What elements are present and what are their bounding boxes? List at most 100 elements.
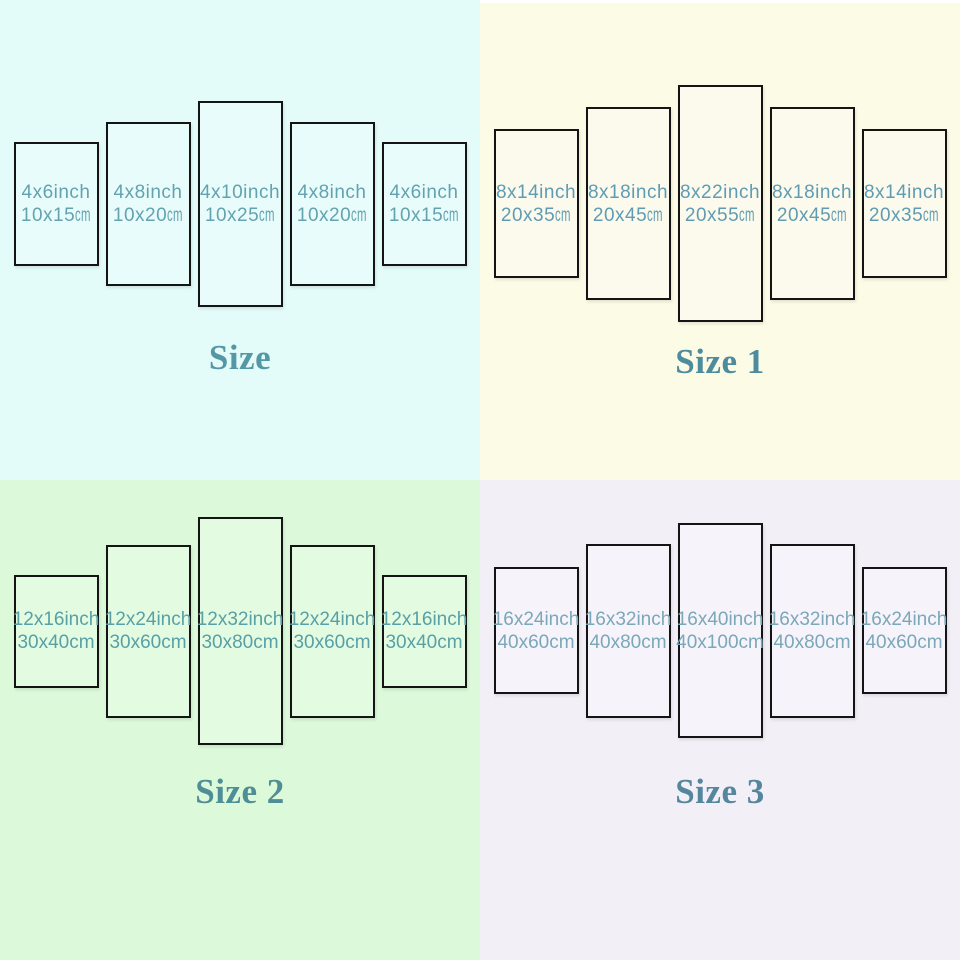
- cm-dims: 30x60: [293, 632, 346, 653]
- panel-size-inch: 12x24inch: [104, 609, 192, 630]
- quadrant-title: Size 1: [675, 342, 765, 381]
- cm-unit: cm: [69, 632, 95, 653]
- cm-dims: 10x15: [20, 205, 76, 226]
- cm-dims: 30x40: [17, 632, 70, 653]
- cm-unit: cm: [259, 205, 275, 226]
- panel-size-inch: 4x6inch: [389, 182, 459, 203]
- panel-size-inch: 12x16inch: [12, 609, 100, 630]
- panel-size-inch: 16x24inch: [492, 608, 580, 630]
- cm-dims: 40x60: [497, 631, 550, 653]
- panel-size-inch: 16x40inch: [676, 608, 764, 630]
- cm-dims: 20x45: [776, 204, 832, 226]
- cm-dims: 10x15: [388, 205, 444, 226]
- cm-unit: cm: [345, 632, 371, 653]
- cm-dims: 30x80: [201, 632, 254, 653]
- cm-unit: cm: [161, 632, 187, 653]
- cm-unit: cm: [549, 631, 575, 653]
- quadrant-title: Size: [208, 338, 272, 377]
- panel-size-inch: 4x8inch: [113, 182, 183, 203]
- panel-size-inch: 4x8inch: [297, 182, 367, 203]
- cm-unit: cm: [167, 205, 183, 226]
- cm-dims: 20x35: [500, 204, 556, 226]
- panel-size-inch: 8x22inch: [679, 181, 761, 203]
- cm-unit: cm: [641, 631, 667, 653]
- cm-unit: cm: [437, 632, 463, 653]
- cm-unit: cm: [351, 205, 367, 226]
- cm-dims: 30x40: [385, 632, 438, 653]
- cm-dims: 30x60: [109, 632, 162, 653]
- panel-size-inch: 12x16inch: [380, 609, 468, 630]
- cm-dims: 10x25: [204, 205, 260, 226]
- cm-unit: cm: [555, 204, 571, 226]
- cm-dims: 20x55: [684, 204, 740, 226]
- cm-unit: cm: [75, 205, 91, 226]
- panel-size-inch: 16x32inch: [768, 608, 856, 630]
- cm-unit: cm: [738, 631, 764, 653]
- cm-unit: cm: [825, 631, 851, 653]
- cm-unit: cm: [253, 632, 279, 653]
- cm-unit: cm: [739, 204, 755, 226]
- panel-size-inch: 8x14inch: [495, 181, 577, 203]
- cm-dims: 10x20: [296, 205, 352, 226]
- panel-size-inch: 4x6inch: [21, 182, 91, 203]
- panel-size-inch: 12x32inch: [196, 609, 284, 630]
- quadrant-title: Size 3: [675, 772, 765, 811]
- cm-unit: cm: [831, 204, 847, 226]
- panel-size-inch: 8x14inch: [863, 181, 945, 203]
- cm-dims: 40x60: [865, 631, 918, 653]
- panel-size-inch: 4x10inch: [199, 182, 281, 203]
- cm-dims: 20x45: [592, 204, 648, 226]
- panel-size-inch: 16x24inch: [860, 608, 948, 630]
- quadrant-title: Size 2: [195, 772, 285, 811]
- cm-dims: 40x80: [589, 631, 642, 653]
- cm-dims: 10x20: [112, 205, 168, 226]
- panel-size-inch: 8x18inch: [587, 181, 669, 203]
- cm-dims: 40x80: [773, 631, 826, 653]
- panel-size-inch: 8x18inch: [771, 181, 853, 203]
- cm-unit: cm: [647, 204, 663, 226]
- panel-size-inch: 12x24inch: [288, 609, 376, 630]
